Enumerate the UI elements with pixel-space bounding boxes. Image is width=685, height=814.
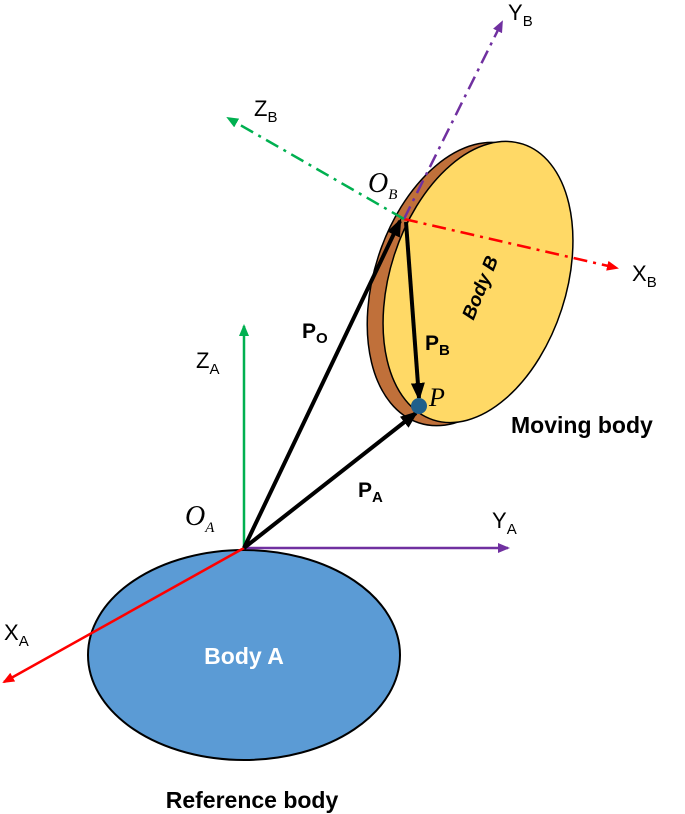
label-origin-b: OB [368,168,397,203]
label-xb: XB [632,261,657,291]
label-origin-a: OA [185,501,215,536]
label-pa: PA [358,479,383,506]
x-axis-a [2,546,245,684]
label-body-a: Body A [204,643,284,669]
point-p-marker [411,398,427,414]
label-ya: YA [492,508,517,538]
label-zb: ZB [254,96,277,126]
body-a-ellipse [87,549,401,761]
label-pb: PB [425,332,450,359]
z-axis-b [226,116,405,221]
x-axis-b [403,217,619,271]
label-point-p: P [428,383,445,412]
label-za: ZA [196,348,219,378]
label-moving-body: Moving body [511,412,653,438]
label-po: PO [302,320,328,347]
vector-po [242,218,402,549]
body-b-face [382,140,574,424]
vector-pa [242,411,419,550]
label-yb: YB [508,0,533,30]
label-xa: XA [4,620,29,650]
y-axis-b [402,20,504,220]
vector-pb [404,221,425,401]
label-reference-body: Reference body [166,787,339,813]
